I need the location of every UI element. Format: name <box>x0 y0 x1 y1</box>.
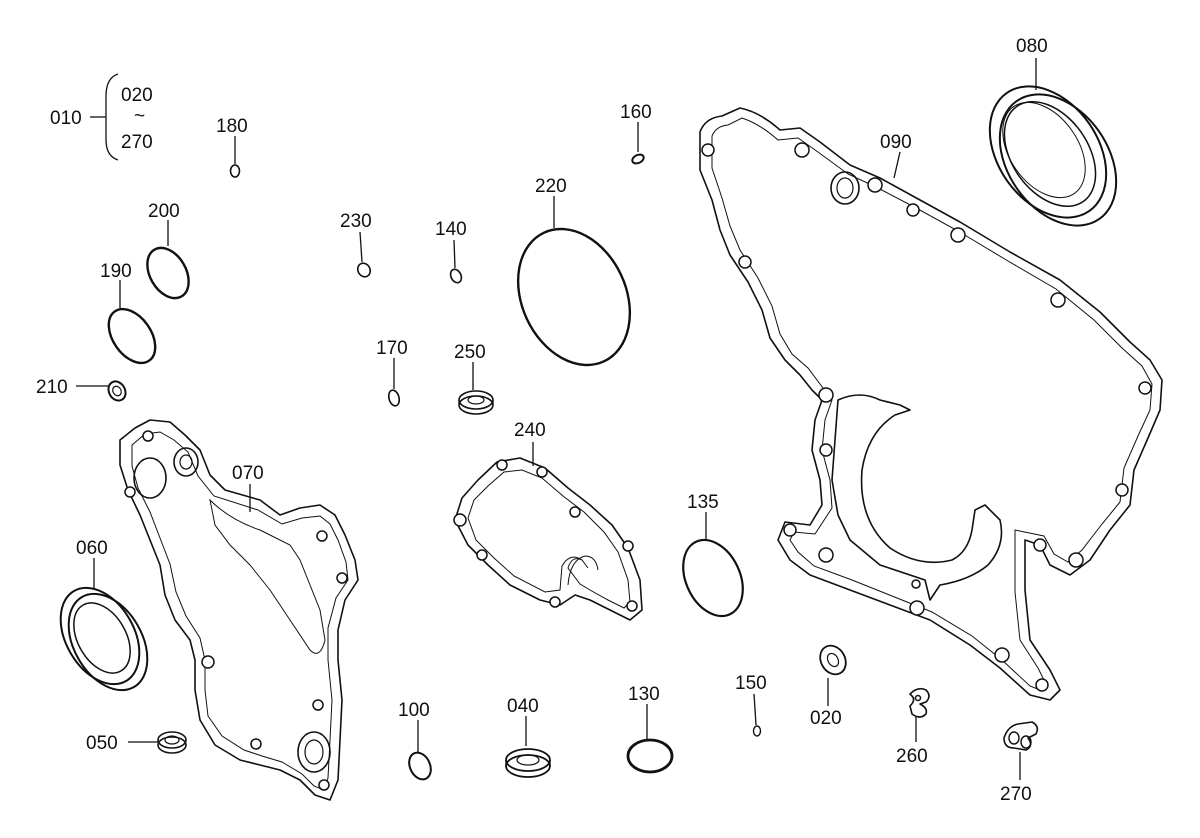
label-080: 080 <box>1016 36 1048 57</box>
part-180-o-ring: 180 <box>216 116 248 178</box>
label-040: 040 <box>507 696 539 717</box>
label-270: 270 <box>1000 784 1032 805</box>
label-210: 210 <box>36 377 68 398</box>
part-240-pump-gasket: 240 <box>453 420 643 621</box>
part-150-o-ring: 150 <box>735 673 767 737</box>
label-140: 140 <box>435 219 467 240</box>
part-160-o-ring: 160 <box>620 102 652 165</box>
part-170-o-ring: 170 <box>376 338 408 407</box>
group-callout-010: 010 020 ~ 270 <box>50 73 153 161</box>
label-160: 160 <box>620 102 652 123</box>
part-100-o-ring: 100 <box>398 700 432 781</box>
label-020: 020 <box>810 708 842 729</box>
part-070-front-gasket: 070 <box>119 419 359 801</box>
label-190: 190 <box>100 261 132 282</box>
label-260: 260 <box>896 746 928 767</box>
label-230: 230 <box>340 211 372 232</box>
group-bracket <box>105 73 119 161</box>
part-250-seal: 250 <box>454 342 494 415</box>
part-050-seal: 050 <box>86 731 187 754</box>
part-220-o-ring: 220 <box>516 176 632 367</box>
label-group-to: 270 <box>121 132 153 153</box>
part-200-o-ring: 200 <box>146 201 190 300</box>
label-070: 070 <box>232 463 264 484</box>
label-010: 010 <box>50 108 82 129</box>
label-060: 060 <box>76 538 108 559</box>
label-240: 240 <box>514 420 546 441</box>
label-250: 250 <box>454 342 486 363</box>
label-200: 200 <box>148 201 180 222</box>
label-135: 135 <box>687 492 719 513</box>
part-090-cover-gasket: 090 <box>699 107 1163 701</box>
part-210-seal: 210 <box>36 377 127 402</box>
part-270-clamp: 270 <box>1000 721 1039 805</box>
label-090: 090 <box>880 132 912 153</box>
label-180: 180 <box>216 116 248 137</box>
label-220: 220 <box>535 176 567 197</box>
part-020-seal: 020 <box>810 644 847 729</box>
label-130: 130 <box>628 684 660 705</box>
label-150: 150 <box>735 673 767 694</box>
label-group-from: 020 <box>121 85 153 106</box>
part-080-oil-seal: 080 <box>988 36 1118 227</box>
part-130-o-ring: 130 <box>626 684 674 774</box>
part-040-seal: 040 <box>505 696 551 778</box>
label-100: 100 <box>398 700 430 721</box>
part-190-o-ring: 190 <box>100 261 157 365</box>
part-135-o-ring: 135 <box>682 492 744 618</box>
label-group-tilde: ~ <box>134 106 145 127</box>
label-050: 050 <box>86 733 118 754</box>
part-140-o-ring: 140 <box>435 219 467 284</box>
label-170: 170 <box>376 338 408 359</box>
part-260-clip: 260 <box>896 687 930 767</box>
part-060-oil-seal: 060 <box>59 538 149 692</box>
part-230-o-ring: 230 <box>340 211 372 278</box>
